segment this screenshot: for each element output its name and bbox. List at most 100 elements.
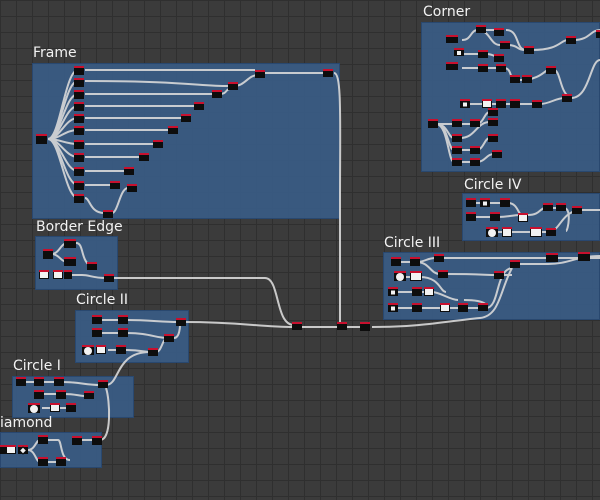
graph-node[interactable] bbox=[424, 287, 434, 296]
graph-node[interactable] bbox=[194, 102, 204, 110]
graph-node[interactable] bbox=[482, 99, 492, 108]
graph-node[interactable] bbox=[596, 30, 600, 38]
graph-node[interactable] bbox=[139, 153, 149, 161]
graph-node[interactable] bbox=[164, 334, 174, 342]
graph-node[interactable] bbox=[490, 212, 500, 221]
graph-node[interactable] bbox=[410, 271, 422, 281]
graph-node[interactable] bbox=[103, 210, 113, 218]
graph-node[interactable] bbox=[546, 228, 556, 236]
graph-node[interactable] bbox=[36, 134, 47, 144]
graph-node[interactable] bbox=[476, 25, 486, 33]
graph-node[interactable] bbox=[478, 303, 488, 311]
graph-node[interactable] bbox=[6, 445, 16, 454]
graph-node[interactable] bbox=[38, 435, 48, 444]
graph-node[interactable] bbox=[87, 262, 97, 270]
graph-node[interactable] bbox=[556, 203, 566, 211]
graph-node[interactable] bbox=[470, 146, 480, 154]
graph-node[interactable] bbox=[74, 181, 84, 190]
graph-node[interactable] bbox=[496, 64, 506, 72]
graph-node[interactable] bbox=[452, 134, 462, 142]
graph-node[interactable] bbox=[50, 403, 60, 412]
graph-node[interactable] bbox=[412, 287, 422, 296]
graph-node[interactable] bbox=[500, 198, 510, 207]
graph-node[interactable] bbox=[118, 328, 128, 337]
graph-node[interactable] bbox=[92, 328, 102, 337]
graph-node[interactable] bbox=[34, 390, 44, 399]
graph-node[interactable] bbox=[546, 253, 558, 262]
graph-node[interactable] bbox=[438, 270, 448, 278]
graph-node[interactable] bbox=[153, 140, 163, 148]
graph-node[interactable] bbox=[428, 119, 438, 128]
graph-node[interactable] bbox=[478, 64, 488, 72]
graph-node[interactable] bbox=[458, 303, 468, 312]
graph-node[interactable] bbox=[84, 391, 94, 399]
graph-node[interactable] bbox=[454, 48, 464, 56]
graph-node[interactable] bbox=[510, 260, 520, 268]
graph-node[interactable] bbox=[34, 377, 44, 386]
graph-node[interactable] bbox=[496, 99, 506, 108]
graph-node[interactable] bbox=[292, 322, 302, 330]
graph-node[interactable] bbox=[466, 198, 476, 207]
graph-node[interactable] bbox=[470, 158, 480, 166]
graph-node[interactable] bbox=[486, 227, 498, 237]
graph-node[interactable] bbox=[72, 436, 82, 445]
graph-node[interactable] bbox=[18, 445, 28, 455]
graph-node[interactable] bbox=[110, 181, 120, 189]
graph-node[interactable] bbox=[524, 46, 534, 54]
graph-node[interactable] bbox=[74, 140, 84, 149]
graph-node[interactable] bbox=[74, 114, 84, 123]
graph-node[interactable] bbox=[578, 252, 590, 261]
graph-node[interactable] bbox=[446, 35, 458, 43]
graph-node[interactable] bbox=[470, 119, 480, 127]
graph-node[interactable] bbox=[98, 380, 108, 388]
graph-node[interactable] bbox=[212, 90, 222, 98]
graph-node[interactable] bbox=[391, 257, 401, 266]
graph-node[interactable] bbox=[388, 287, 398, 296]
graph-node[interactable] bbox=[53, 270, 63, 279]
graph-node[interactable] bbox=[28, 403, 40, 413]
graph-node[interactable] bbox=[466, 212, 476, 221]
graph-node[interactable] bbox=[74, 66, 84, 75]
graph-node[interactable] bbox=[532, 100, 542, 108]
graph-node[interactable] bbox=[488, 108, 498, 116]
graph-node[interactable] bbox=[38, 457, 48, 466]
graph-node[interactable] bbox=[452, 146, 462, 154]
graph-node[interactable] bbox=[434, 254, 444, 262]
graph-node[interactable] bbox=[388, 303, 398, 312]
graph-node[interactable] bbox=[530, 227, 542, 237]
graph-node[interactable] bbox=[478, 50, 488, 58]
graph-node[interactable] bbox=[64, 239, 76, 248]
graph-node[interactable] bbox=[460, 99, 470, 108]
graph-node[interactable] bbox=[74, 90, 84, 99]
graph-node[interactable] bbox=[74, 167, 84, 176]
graph-node[interactable] bbox=[480, 198, 490, 207]
nodes[interactable] bbox=[0, 25, 600, 466]
graph-node[interactable] bbox=[255, 70, 265, 78]
graph-node[interactable] bbox=[54, 377, 64, 386]
graph-node[interactable] bbox=[74, 153, 84, 162]
graph-node[interactable] bbox=[500, 41, 510, 49]
graph-node[interactable] bbox=[440, 303, 450, 312]
graph-node[interactable] bbox=[360, 322, 370, 331]
graph-node[interactable] bbox=[92, 315, 102, 324]
graph-node[interactable] bbox=[543, 203, 553, 211]
graph-node[interactable] bbox=[127, 184, 137, 192]
graph-node[interactable] bbox=[510, 75, 520, 83]
graph-node[interactable] bbox=[522, 75, 532, 83]
graph-node[interactable] bbox=[394, 271, 406, 281]
graph-node[interactable] bbox=[494, 54, 504, 62]
graph-node[interactable] bbox=[0, 445, 6, 454]
graph-node[interactable] bbox=[43, 249, 53, 259]
graph-node[interactable] bbox=[181, 114, 191, 122]
graph-node[interactable] bbox=[452, 119, 462, 127]
graph-node[interactable] bbox=[39, 270, 49, 279]
graph-node[interactable] bbox=[518, 213, 528, 222]
graph-node[interactable] bbox=[452, 158, 462, 166]
graph-node[interactable] bbox=[92, 436, 102, 445]
graph-node[interactable] bbox=[74, 126, 84, 135]
graph-node[interactable] bbox=[74, 102, 84, 111]
graph-node[interactable] bbox=[104, 274, 114, 282]
graph-node[interactable] bbox=[412, 303, 422, 312]
graph-node[interactable] bbox=[74, 194, 84, 203]
graph-node[interactable] bbox=[66, 403, 76, 412]
